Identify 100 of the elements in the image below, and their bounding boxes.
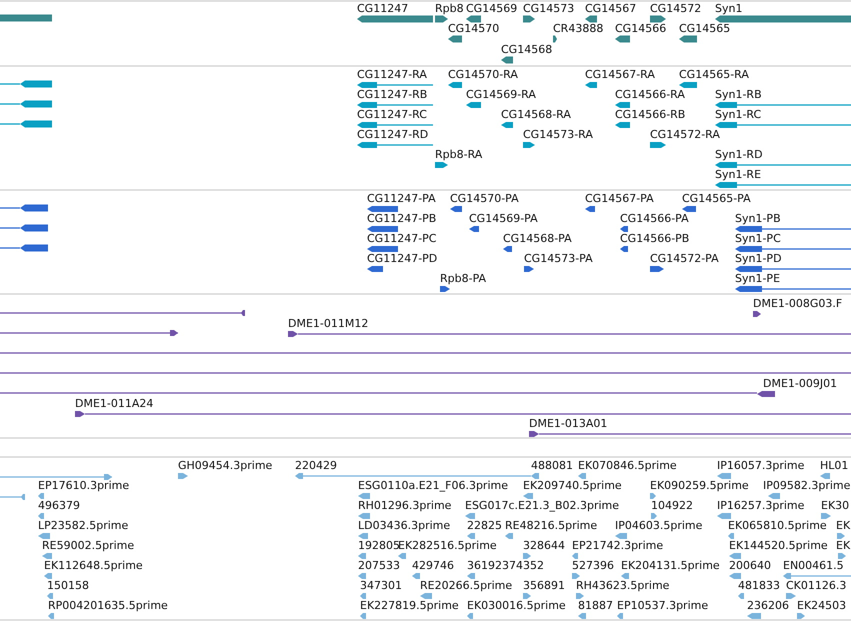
feature-label: LD03436.3prime [358,519,450,532]
feature-label: CG14569 [466,2,518,15]
feature-label: CG14565-PA [682,192,751,205]
feature-label: DME1-011A24 [75,397,154,410]
feature-label: LP23582.5prime [38,519,128,532]
feature-label: CR43888 [553,22,604,35]
feature-label: 36192374352 [467,559,544,572]
feature-label: Rpb8-PA [440,272,486,285]
feature-label: Syn1-PC [735,232,781,245]
feature-label: Rpb8 [435,2,464,15]
feature-label: 488081 [531,459,573,472]
feature-label: CG11247-PC [367,232,436,245]
feature-label: RH01296.3prime [358,499,452,512]
feature-label: CG14566-PB [620,232,690,245]
feature-label: CG14569-PA [469,212,538,225]
feature-label: EK [836,519,850,532]
feature-label: 236206 [747,599,789,612]
feature-label: 356891 [523,579,565,592]
feature-label: EK282516.5prime [398,539,497,552]
feature-label: 81887 [578,599,613,612]
feature-label: CG14568 [501,43,552,56]
feature-label: CG14570 [448,22,500,35]
feature-label: CK01126.3 [786,579,846,592]
feature-label: CG11247-PA [367,192,436,205]
feature-label: 220429 [295,459,337,472]
feature-label: DME1-011M12 [288,317,368,330]
feature-label: CG11247-RA [357,68,427,81]
feature-label: EK227819.5prime [360,599,459,612]
feature-label: CG14572-RA [650,128,720,141]
feature-label: Syn1 [715,2,742,15]
feature-label: EK090259.5prime [650,479,749,492]
feature-label: CG11247-PD [367,252,438,265]
feature-label: DME1-013A01 [529,417,608,430]
feature-label: CG14567 [585,2,636,15]
feature-label: CG14567-RA [585,68,655,81]
feature-label: CG14566-PA [620,212,689,225]
feature-label: CG14565 [679,22,730,35]
feature-label: DME1-008G03.F [753,297,842,310]
feature-label: EN00461.5 [783,559,844,572]
feature-label: CG11247-RC [357,108,427,121]
feature-label: IP16057.3prime [717,459,804,472]
feature-label: CG14570-PA [450,192,519,205]
feature-label: Syn1-PD [735,252,782,265]
feature-label: GH09454.3prime [178,459,272,472]
feature-label: EK030016.5prime [467,599,566,612]
feature-label: RE48216.5prime [505,519,598,532]
feature-label: ESG0110a.E21_F06.3prime [358,479,508,492]
feature-label: 104922 [651,499,693,512]
feature-label: 481833 [738,579,780,592]
feature-label: Syn1-PE [735,272,780,285]
feature-label: EK070846.5prime [578,459,677,472]
feature-label: 200640 [729,559,771,572]
feature-label: CG14572 [650,2,702,15]
feature-label: CG14568-PA [503,232,572,245]
feature-label: CG14573-RA [523,128,593,141]
feature-label: Syn1-RD [715,148,763,161]
feature-label: 150158 [47,579,89,592]
feature-label: EP10537.3prime [617,599,708,612]
feature-label: EP17610.3prime [38,479,130,492]
feature-label: CG14572-PA [650,252,719,265]
feature-label: Syn1-RB [715,88,762,101]
feature-label: CG11247 [357,2,408,15]
feature-label: EK065810.5prime [728,519,827,532]
feature-label: CG14570-RA [448,68,518,81]
feature-label: RE59002.5prime [42,539,134,552]
feature-label: CG14573 [523,2,574,15]
feature-label: 429746 [412,559,454,572]
feature-label: Syn1-RC [715,108,762,121]
feature-label: CG14567-PA [585,192,654,205]
feature-label: 347301 [360,579,402,592]
feature-label: IP16257.3prime [717,499,804,512]
feature-label: CG11247-PB [367,212,436,225]
feature-label: EK144520.5prime [729,539,828,552]
feature-label: EK209740.5prime [523,479,622,492]
feature-label: CG14573-PA [524,252,593,265]
feature-label: CG14566-RA [615,88,685,101]
feature-label: 328644 [523,539,565,552]
feature-label: RP004201635.5prime [48,599,168,612]
feature-label: EK112648.5prime [44,559,143,572]
feature-label: CG14566-RB [615,108,686,121]
feature-label: CG14566 [615,22,666,35]
feature-label: IP09582.3prime [763,479,850,492]
feature-label: 22825 [467,519,502,532]
feature-label: EK [836,539,850,552]
feature-label: CG11247-RB [357,88,428,101]
feature-label: Rpb8-RA [435,148,482,161]
feature-label: 527396 [572,559,614,572]
feature-label: EK204131.5prime [621,559,720,572]
feature-label: 192805 [358,539,400,552]
feature-label: RE20266.5prime [420,579,512,592]
feature-label: IP04603.5prime [615,519,702,532]
feature-label: EK30 [821,499,850,512]
feature-label: RH43623.5prime [576,579,670,592]
feature-label: HL01 [820,459,848,472]
feature-label: Syn1-PB [735,212,781,225]
feature-label: CG14568-RA [501,108,571,121]
feature-label: CG14569-RA [466,88,536,101]
feature-label: CG14565-RA [679,68,749,81]
feature-label: EK24503 [797,599,846,612]
feature-label: 496379 [38,499,80,512]
